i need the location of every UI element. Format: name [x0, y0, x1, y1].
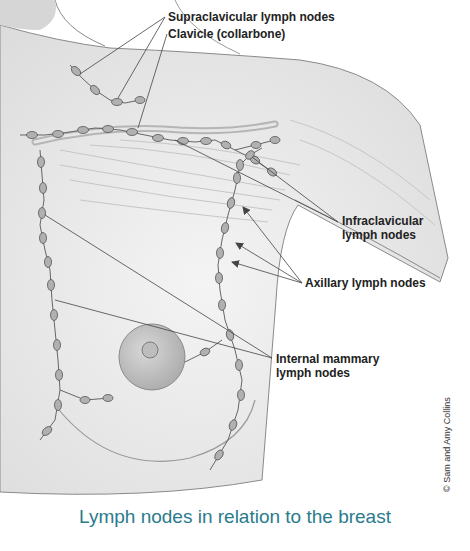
clavicle-bone — [35, 124, 275, 142]
neck-outline — [55, 0, 105, 46]
breast-illustration — [0, 0, 470, 500]
figure-caption: Lymph nodes in relation to the breast — [0, 506, 470, 528]
nipple — [142, 342, 158, 358]
muscle-fibres — [60, 120, 435, 225]
part-label: Infraclavicular lymph nodes — [342, 214, 454, 242]
copyright-note: © Sam and Amy Collins — [440, 397, 454, 492]
torso-shape — [0, 25, 448, 494]
areola — [119, 324, 185, 390]
clavicle-bone — [35, 124, 275, 142]
part-label: Internal mammary lymph nodes — [276, 352, 388, 380]
breast-outline — [55, 400, 255, 461]
chin-shade — [0, 0, 56, 30]
part-label: Supraclavicular lymph nodes — [168, 10, 428, 24]
part-label: Axillary lymph nodes — [305, 276, 465, 290]
lymph-vessel — [20, 65, 275, 470]
lymph-node — [27, 65, 281, 462]
part-label: Clavicle (collarbone) — [168, 27, 368, 41]
leader-line — [45, 17, 338, 358]
